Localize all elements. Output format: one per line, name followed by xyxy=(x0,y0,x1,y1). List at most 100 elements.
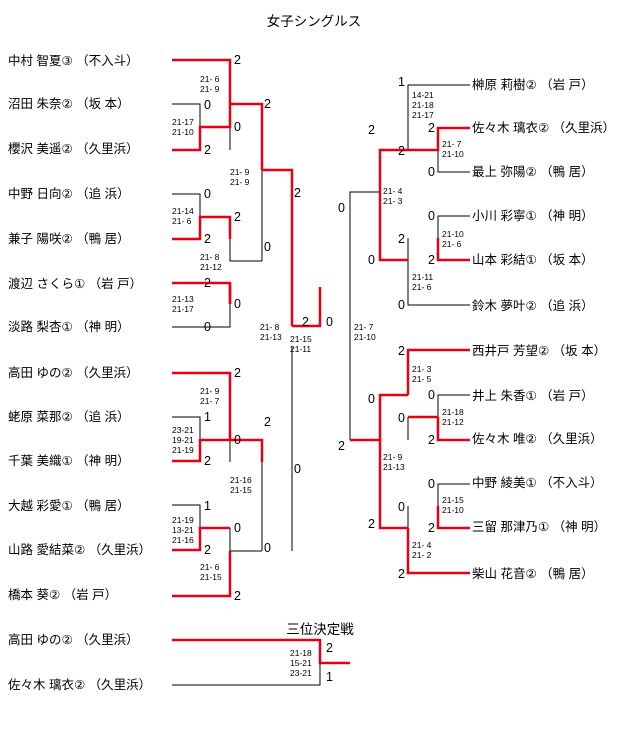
match-score: 0 xyxy=(428,388,435,402)
match-score: 0 xyxy=(398,500,405,514)
game-score: 21- 3 xyxy=(412,364,432,374)
game-score: 23-21 xyxy=(290,668,312,678)
match-score: 0 xyxy=(234,120,241,134)
match-score: 2 xyxy=(338,439,345,453)
match-score: 0 xyxy=(326,315,333,329)
match-score: 2 xyxy=(398,567,405,581)
player-name: 淡路 梨杏① （神 明） xyxy=(8,319,130,334)
match-score: 1 xyxy=(398,75,405,89)
match-score: 2 xyxy=(204,143,211,157)
game-score: 14-21 xyxy=(412,90,434,100)
svg-text:21- 921- 9: 21- 921- 9 xyxy=(230,167,250,187)
game-score: 21-10 xyxy=(354,332,376,342)
game-score: 21- 6 xyxy=(412,282,432,292)
match-score: 2 xyxy=(302,315,309,329)
player-name: 沼田 朱奈② （坂 本） xyxy=(8,97,130,111)
game-score: 21- 7 xyxy=(354,322,374,332)
svg-text:21- 921- 7: 21- 921- 7 xyxy=(200,386,220,406)
game-score: 21- 4 xyxy=(412,540,432,550)
game-score: 21-19 xyxy=(172,515,194,525)
game-score: 21-10 xyxy=(442,149,464,159)
game-score: 21-18 xyxy=(442,407,464,417)
game-score: 21- 3 xyxy=(383,196,403,206)
svg-text:21- 421- 3: 21- 421- 3 xyxy=(383,186,403,206)
match-score: 2 xyxy=(428,433,435,447)
game-score: 21- 5 xyxy=(412,374,432,384)
svg-text:21- 421- 2: 21- 421- 2 xyxy=(412,540,432,560)
player-name: 小川 彩寧① （神 明） xyxy=(472,208,594,223)
right-bracket-lines-black xyxy=(349,84,470,528)
player-name: 大越 彩愛① （鴨 居） xyxy=(8,499,130,513)
match-score: 2 xyxy=(234,210,241,224)
match-score: 2 xyxy=(398,232,405,246)
match-score: 2 xyxy=(234,53,241,67)
match-score: 2 xyxy=(428,253,435,267)
match-score: 0 xyxy=(234,297,241,311)
match-score: 2 xyxy=(428,521,435,535)
game-score: 21- 7 xyxy=(442,139,462,149)
match-score: 0 xyxy=(204,320,211,334)
svg-text:21- 921-13: 21- 921-13 xyxy=(383,452,405,472)
game-score: 21-13 xyxy=(383,462,405,472)
game-score: 21-11 xyxy=(412,272,433,282)
player-name: 櫻沢 美遥② （久里浜） xyxy=(8,141,139,156)
game-score: 21-12 xyxy=(442,417,464,427)
game-score: 21-15 xyxy=(200,572,222,582)
player-name: 最上 弥陽② （鴨 居） xyxy=(472,164,594,179)
game-score: 19-21 xyxy=(172,435,194,445)
match-score: 0 xyxy=(338,201,345,215)
game-score: 21- 9 xyxy=(230,167,250,177)
right-player-list: 榊原 莉樹② （岩 戸） 佐々木 璃衣② （久里浜） 最上 弥陽② （鴨 居） … xyxy=(472,77,615,581)
player-name: 渡辺 さくら① （岩 戸） xyxy=(8,276,142,291)
match-score: 1 xyxy=(326,670,333,684)
third-place-lines xyxy=(172,638,350,686)
game-score: 21-16 xyxy=(230,475,252,485)
game-score: 21-13 xyxy=(260,332,282,342)
svg-text:21- 321- 5: 21- 321- 5 xyxy=(412,364,432,384)
player-name: 中村 智夏③ （不入斗） xyxy=(8,53,139,68)
svg-text:21- 821-13: 21- 821-13 xyxy=(260,322,282,342)
game-score: 21-10 xyxy=(442,229,464,239)
match-score: 0 xyxy=(368,392,375,406)
game-score: 21- 7 xyxy=(200,396,220,406)
third-place-title: 三位決定戦 xyxy=(286,622,354,637)
match-score: 0 xyxy=(428,477,435,491)
game-score: 21-13 xyxy=(172,294,194,304)
player-name: 中野 日向② （追 浜） xyxy=(8,186,130,201)
match-score: 2 xyxy=(204,543,211,557)
match-score: 0 xyxy=(234,521,241,535)
match-score: 2 xyxy=(264,415,271,429)
match-score: 1 xyxy=(204,410,211,424)
game-score: 21- 6 xyxy=(200,562,220,572)
game-score: 13-21 xyxy=(172,525,194,535)
player-name: 橋本 葵② （岩 戸） xyxy=(8,587,117,602)
right-bracket-lines-red xyxy=(350,126,470,575)
match-score: 0 xyxy=(398,411,405,425)
match-score: 0 xyxy=(294,462,301,476)
game-score: 21-15 xyxy=(290,334,312,344)
match-score: 0 xyxy=(264,541,271,555)
match-score: 0 xyxy=(264,240,271,254)
svg-text:21- 621- 9: 21- 621- 9 xyxy=(200,74,220,94)
match-score: 0 xyxy=(428,209,435,223)
player-name: 佐々木 璃衣② （久里浜） xyxy=(8,677,151,692)
game-score: 21-17 xyxy=(412,110,434,120)
match-score: 2 xyxy=(234,589,241,603)
player-name: 榊原 莉樹② （岩 戸） xyxy=(472,77,594,92)
game-score: 21- 9 xyxy=(230,177,250,187)
game-score: 21-19 xyxy=(172,445,194,455)
player-name: 鈴木 夢叶② （追 浜） xyxy=(472,298,594,313)
game-score: 21-15 xyxy=(442,495,464,505)
player-name: 中野 綾美① （不入斗） xyxy=(472,475,603,490)
right-match-scores: 1 2 2 0 2 0 2 2 0 0 0 2 0 0 0 2 2 0 0 2 … xyxy=(338,75,435,581)
left-bracket-lines-red xyxy=(172,58,322,598)
game-score: 21-11 xyxy=(290,344,311,354)
game-score: 21-14 xyxy=(172,206,194,216)
